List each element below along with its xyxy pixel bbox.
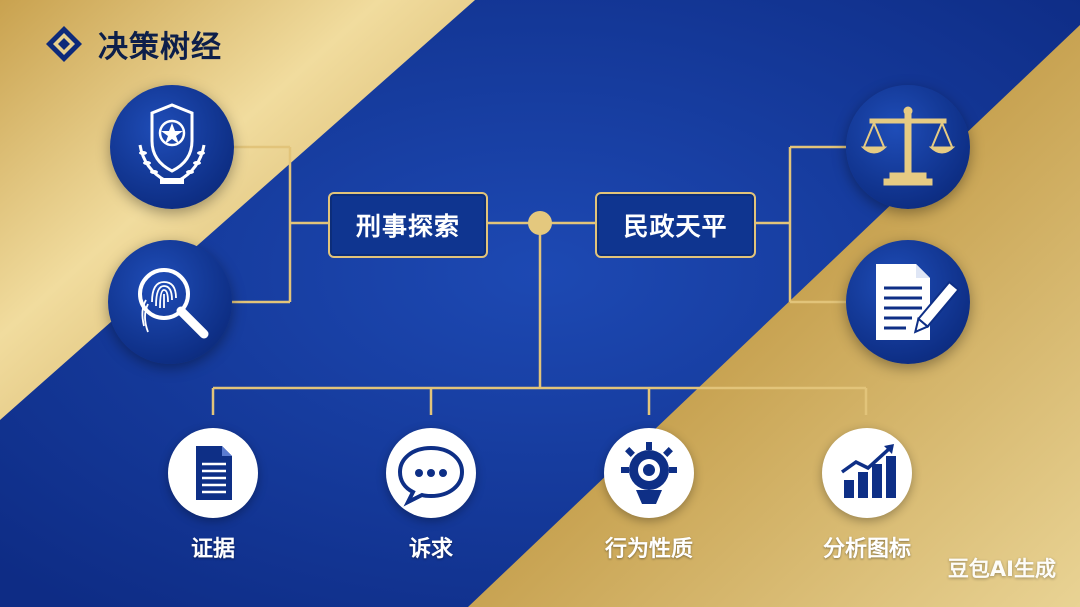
page-title: 决策树经	[98, 30, 222, 65]
document-pen-icon	[876, 264, 960, 340]
branch-evidence-circle[interactable]	[168, 428, 258, 518]
branch-label-evidence: 证据	[190, 537, 235, 562]
node-civil-balance[interactable]: 民政天平	[595, 192, 756, 258]
document-icon	[196, 446, 232, 500]
watermark: 豆包AI生成	[947, 557, 1056, 581]
branch-claims-circle[interactable]	[386, 428, 476, 518]
branch-analysis-circle[interactable]	[822, 428, 912, 518]
bar-chart-icon	[840, 444, 896, 498]
branch-behavior-circle[interactable]	[604, 428, 694, 518]
branch-label-claims: 诉求	[408, 537, 453, 562]
scales-circle	[846, 85, 970, 209]
fingerprint-magnifier-icon	[138, 268, 209, 339]
node-criminal-inquiry[interactable]: 刑事探索	[328, 192, 488, 258]
fingerprint-circle	[108, 240, 232, 364]
speech-bubble-icon	[397, 445, 465, 507]
header: 决策树经	[44, 22, 222, 66]
police-badge-circle	[110, 85, 234, 209]
police-badge-icon	[138, 103, 206, 184]
diamond-logo-icon	[46, 26, 82, 62]
document-pen-circle	[846, 240, 970, 364]
branch-label-behavior: 行为性质	[604, 537, 693, 562]
junction-node	[528, 211, 552, 235]
head-gear-icon	[621, 442, 677, 504]
branch-label-analysis: 分析图标	[822, 537, 911, 562]
scales-of-justice-icon	[860, 106, 956, 186]
